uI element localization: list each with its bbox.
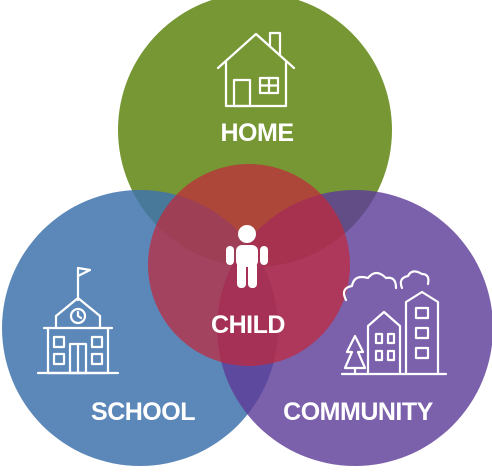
child-figure-icon — [226, 225, 268, 288]
town-buildings-icon — [340, 270, 448, 376]
child-label: CHILD — [211, 311, 285, 339]
house-icon — [216, 31, 296, 108]
home-label: HOME — [221, 119, 294, 147]
community-label: COMMUNITY — [283, 398, 433, 426]
school-building-icon — [36, 266, 120, 375]
school-label: SCHOOL — [91, 398, 195, 426]
